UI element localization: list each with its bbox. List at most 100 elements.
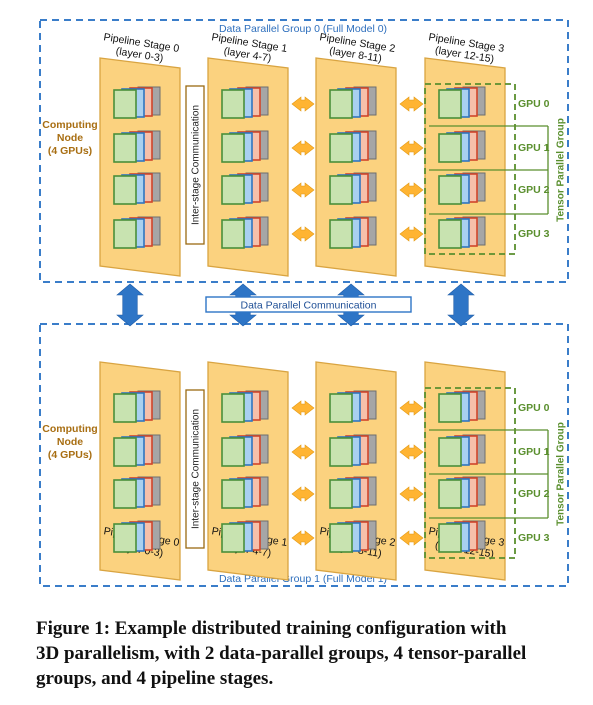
green-layer [329,133,353,163]
group-1-gpu-label-1: GPU 1 [518,446,550,458]
group-1-s2-r0-gpu-card [329,390,377,423]
dp-comm-label: Data Parallel Communication [241,300,377,312]
dp-arrow-0 [116,283,144,327]
group-1-s1-r0-gpu-card [221,390,269,423]
green-layer [221,523,245,553]
group-1-border [39,323,569,587]
group-1-s2-r3-gpu-card [329,520,377,553]
green-layer [113,89,137,119]
green-layer [221,437,245,467]
group-0-arrow-s2s3-3 [399,226,424,242]
group-1-s3-r0-gpu-card [438,390,486,423]
group-0-s3-r1-gpu-card [438,130,486,163]
group-1-s2-r1-gpu-card [329,434,377,467]
group-1-node-label-0: Computing [42,423,97,435]
green-layer [438,393,462,423]
group-1-gpu-label-3: GPU 3 [518,532,550,544]
group-1-s1-r2-gpu-card [221,476,269,509]
group-0-arrow-s2s3-2 [399,182,424,198]
group-1-s1-r3-gpu-card [221,520,269,553]
group-1-s2-r2-gpu-card [329,476,377,509]
group-1-s3-r3-gpu-card [438,520,486,553]
group-1-tensor-box [424,387,516,559]
group-1-s0-r1-gpu-card [113,434,161,467]
group-0-s0-r2-gpu-card [113,172,161,205]
group-0-tensor-label: Tensor Parallel Group [556,118,567,222]
figure-caption: Figure 1: Example distributed training c… [36,616,581,691]
group-1-arrow-s1s2-2 [291,486,315,502]
group-0-arrow-s2s3-0 [399,96,424,112]
group-0-inter-stage-box [185,85,205,245]
group-0-s1-r3-gpu-card [221,216,269,249]
group-1-tensor-label: Tensor Parallel Group [556,422,567,526]
caption-line-2: 3D parallelism, with 2 data-parallel gro… [36,643,527,664]
group-0-inter-stage-label: Inter-stage Communication [191,105,202,225]
green-layer [221,479,245,509]
group-0-arrow-s1s2-2 [291,182,315,198]
green-layer [221,175,245,205]
group-0-border [39,19,569,283]
green-layer [113,393,137,423]
green-layer [329,89,353,119]
green-layer [438,175,462,205]
green-layer [329,437,353,467]
group-0-s2-r0-gpu-card [329,86,377,119]
group-0-node-label-2: (4 GPUs) [48,145,92,157]
green-layer [221,219,245,249]
group-0-gpu-label-3: GPU 3 [518,228,550,240]
group-0-arrow-s2s3-1 [399,140,424,156]
group-0-s0-r1-gpu-card [113,130,161,163]
green-layer [329,175,353,205]
group-0-gpu-label-2: GPU 2 [518,184,550,196]
group-1-inter-stage-label: Inter-stage Communication [191,409,202,529]
caption-line-3: groups, and 4 pipeline stages. [36,668,274,689]
group-1-s1-r1-gpu-card [221,434,269,467]
group-1-node-label-2: (4 GPUs) [48,449,92,461]
group-1-arrow-s1s2-3 [291,530,315,546]
green-layer [221,133,245,163]
group-0-s3-r3-gpu-card [438,216,486,249]
group-1-s0-r3-gpu-card [113,520,161,553]
group-0-s2-r3-gpu-card [329,216,377,249]
green-layer [438,219,462,249]
green-layer [113,133,137,163]
green-layer [438,89,462,119]
group-0-arrow-s1s2-1 [291,140,315,156]
group-1-s3-r1-gpu-card [438,434,486,467]
group-0-title-bg [183,22,423,35]
group-0-tensor-box [424,83,516,255]
green-layer [329,479,353,509]
group-1-gpu-label-2: GPU 2 [518,488,550,500]
green-layer [329,393,353,423]
group-0-title: Data Parallel Group 0 (Full Model 0) [219,23,387,35]
group-0-s1-r2-gpu-card [221,172,269,205]
green-layer [438,437,462,467]
group-1-s3-r2-gpu-card [438,476,486,509]
green-layer [221,393,245,423]
group-1-node-label-1: Node [57,436,83,448]
green-layer [329,523,353,553]
group-1-arrow-s1s2-1 [291,444,315,460]
group-0-arrow-s1s2-3 [291,226,315,242]
group-0-s3-r2-gpu-card [438,172,486,205]
group-0-s2-r1-gpu-card [329,130,377,163]
group-0-s0-r0-gpu-card [113,86,161,119]
group-1-s0-r0-gpu-card [113,390,161,423]
group-1-arrow-s2s3-3 [399,530,424,546]
green-layer [113,437,137,467]
green-layer [113,479,137,509]
group-1-s0-r2-gpu-card [113,476,161,509]
group-1-arrow-s1s2-0 [291,400,315,416]
group-1-gpu-label-0: GPU 0 [518,402,550,414]
green-layer [438,479,462,509]
group-0-s1-r1-gpu-card [221,130,269,163]
group-0-s2-r2-gpu-card [329,172,377,205]
green-layer [113,523,137,553]
group-1-arrow-s2s3-0 [399,400,424,416]
dp-arrow-3 [447,283,475,327]
group-1-arrow-s2s3-1 [399,444,424,460]
green-layer [113,219,137,249]
dp-comm-box [205,296,412,313]
green-layer [438,133,462,163]
